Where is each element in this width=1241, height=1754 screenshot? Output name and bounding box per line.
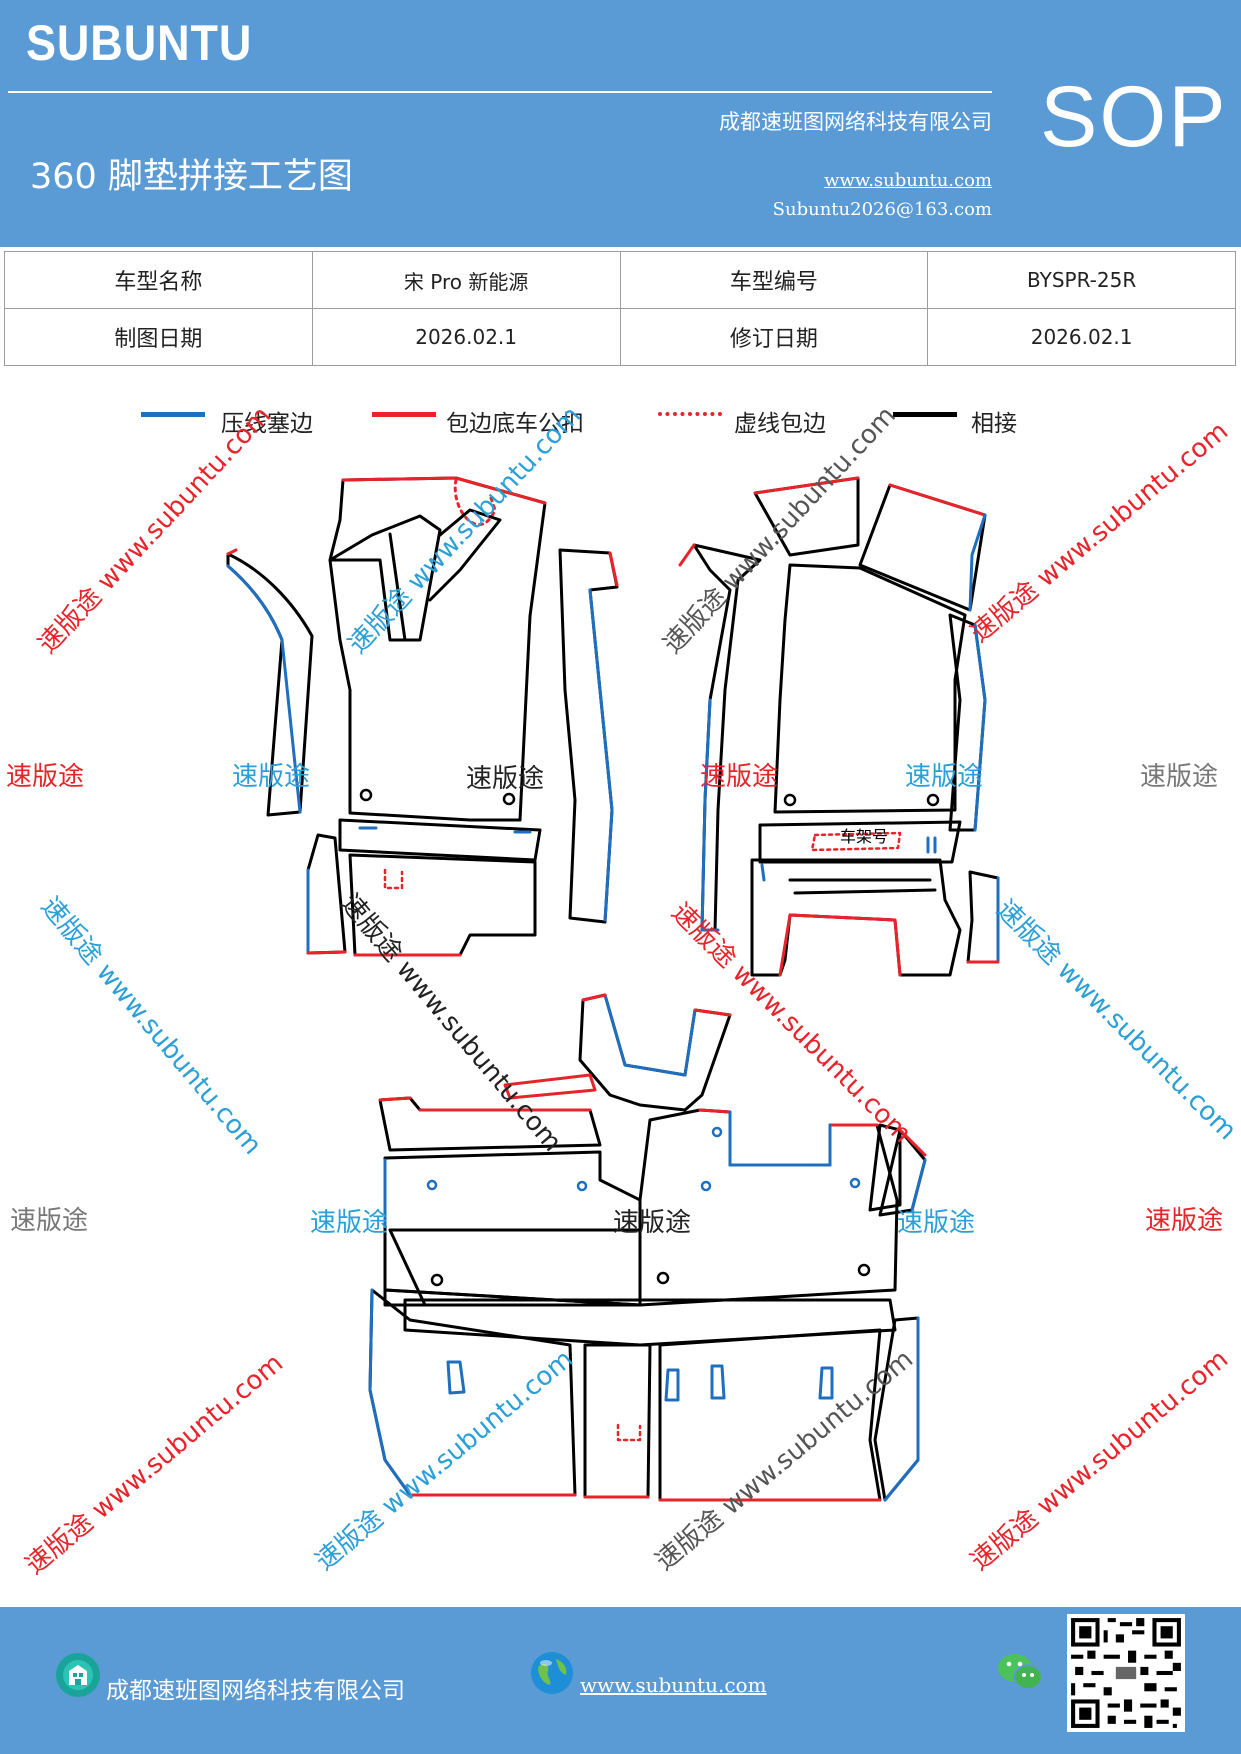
frame-number-label: 车架号: [840, 827, 888, 846]
table-cell: 宋 Pro 新能源: [311, 251, 621, 309]
table-row: 制图日期 2026.02.1 修订日期 2026.02.1: [4, 308, 1236, 366]
rear-mat-group: [368, 993, 927, 1502]
legend-swatch-black: [893, 412, 957, 417]
globe-icon: [531, 1652, 573, 1694]
header-banner: SUBUNTU SOP 360 脚垫拼接工艺图 成都速班图网络科技有限公司 ww…: [0, 0, 1241, 247]
table-cell: BYSPR-25R: [927, 251, 1236, 309]
email-address: Subuntu2026@163.com: [772, 199, 992, 220]
brand-logo: SUBUNTU: [26, 15, 253, 71]
legend-swatch-red: [372, 412, 436, 417]
driver-mat-group: [226, 476, 619, 957]
table-cell: 2026.02.1: [311, 308, 621, 366]
table-cell: 车型名称: [4, 251, 313, 309]
legend-label: 相接: [971, 411, 1017, 437]
legend-swatch-red-dotted: [658, 412, 722, 416]
passenger-mat-group: 车架号: [678, 476, 1000, 977]
table-cell: 制图日期: [4, 308, 313, 366]
table-cell: 2026.02.1: [927, 308, 1236, 366]
table-cell: 车型编号: [619, 251, 929, 309]
footer-banner: 成都速班图网络科技有限公司 www.subuntu.com: [0, 1607, 1241, 1754]
table-cell: 修订日期: [619, 308, 929, 366]
footer-company-name: 成都速班图网络科技有限公司: [106, 1678, 405, 1704]
header-divider: [8, 91, 992, 93]
sop-label: SOP: [1040, 69, 1228, 165]
footer-website-link[interactable]: www.subuntu.com: [580, 1673, 767, 1697]
legend-label: 虚线包边: [734, 411, 826, 437]
legend-label: 压线塞边: [221, 411, 313, 437]
line-legend: 压线塞边 包边底车公扣 虚线包边 相接: [0, 398, 1241, 438]
building-icon: [56, 1653, 100, 1697]
company-name: 成都速班图网络科技有限公司: [719, 110, 992, 134]
document-title: 360 脚垫拼接工艺图: [30, 157, 353, 197]
qr-code-image: [1067, 1614, 1185, 1732]
vehicle-info-table: 车型名称 宋 Pro 新能源 车型编号 BYSPR-25R 制图日期 2026.…: [4, 251, 1236, 366]
website-link[interactable]: www.subuntu.com: [824, 170, 992, 191]
qr-code[interactable]: [1067, 1614, 1185, 1732]
legend-swatch-blue: [141, 412, 205, 417]
legend-label: 包边底车公扣: [446, 411, 584, 437]
table-row: 车型名称 宋 Pro 新能源 车型编号 BYSPR-25R: [4, 251, 1236, 309]
wechat-icon[interactable]: [996, 1651, 1044, 1693]
